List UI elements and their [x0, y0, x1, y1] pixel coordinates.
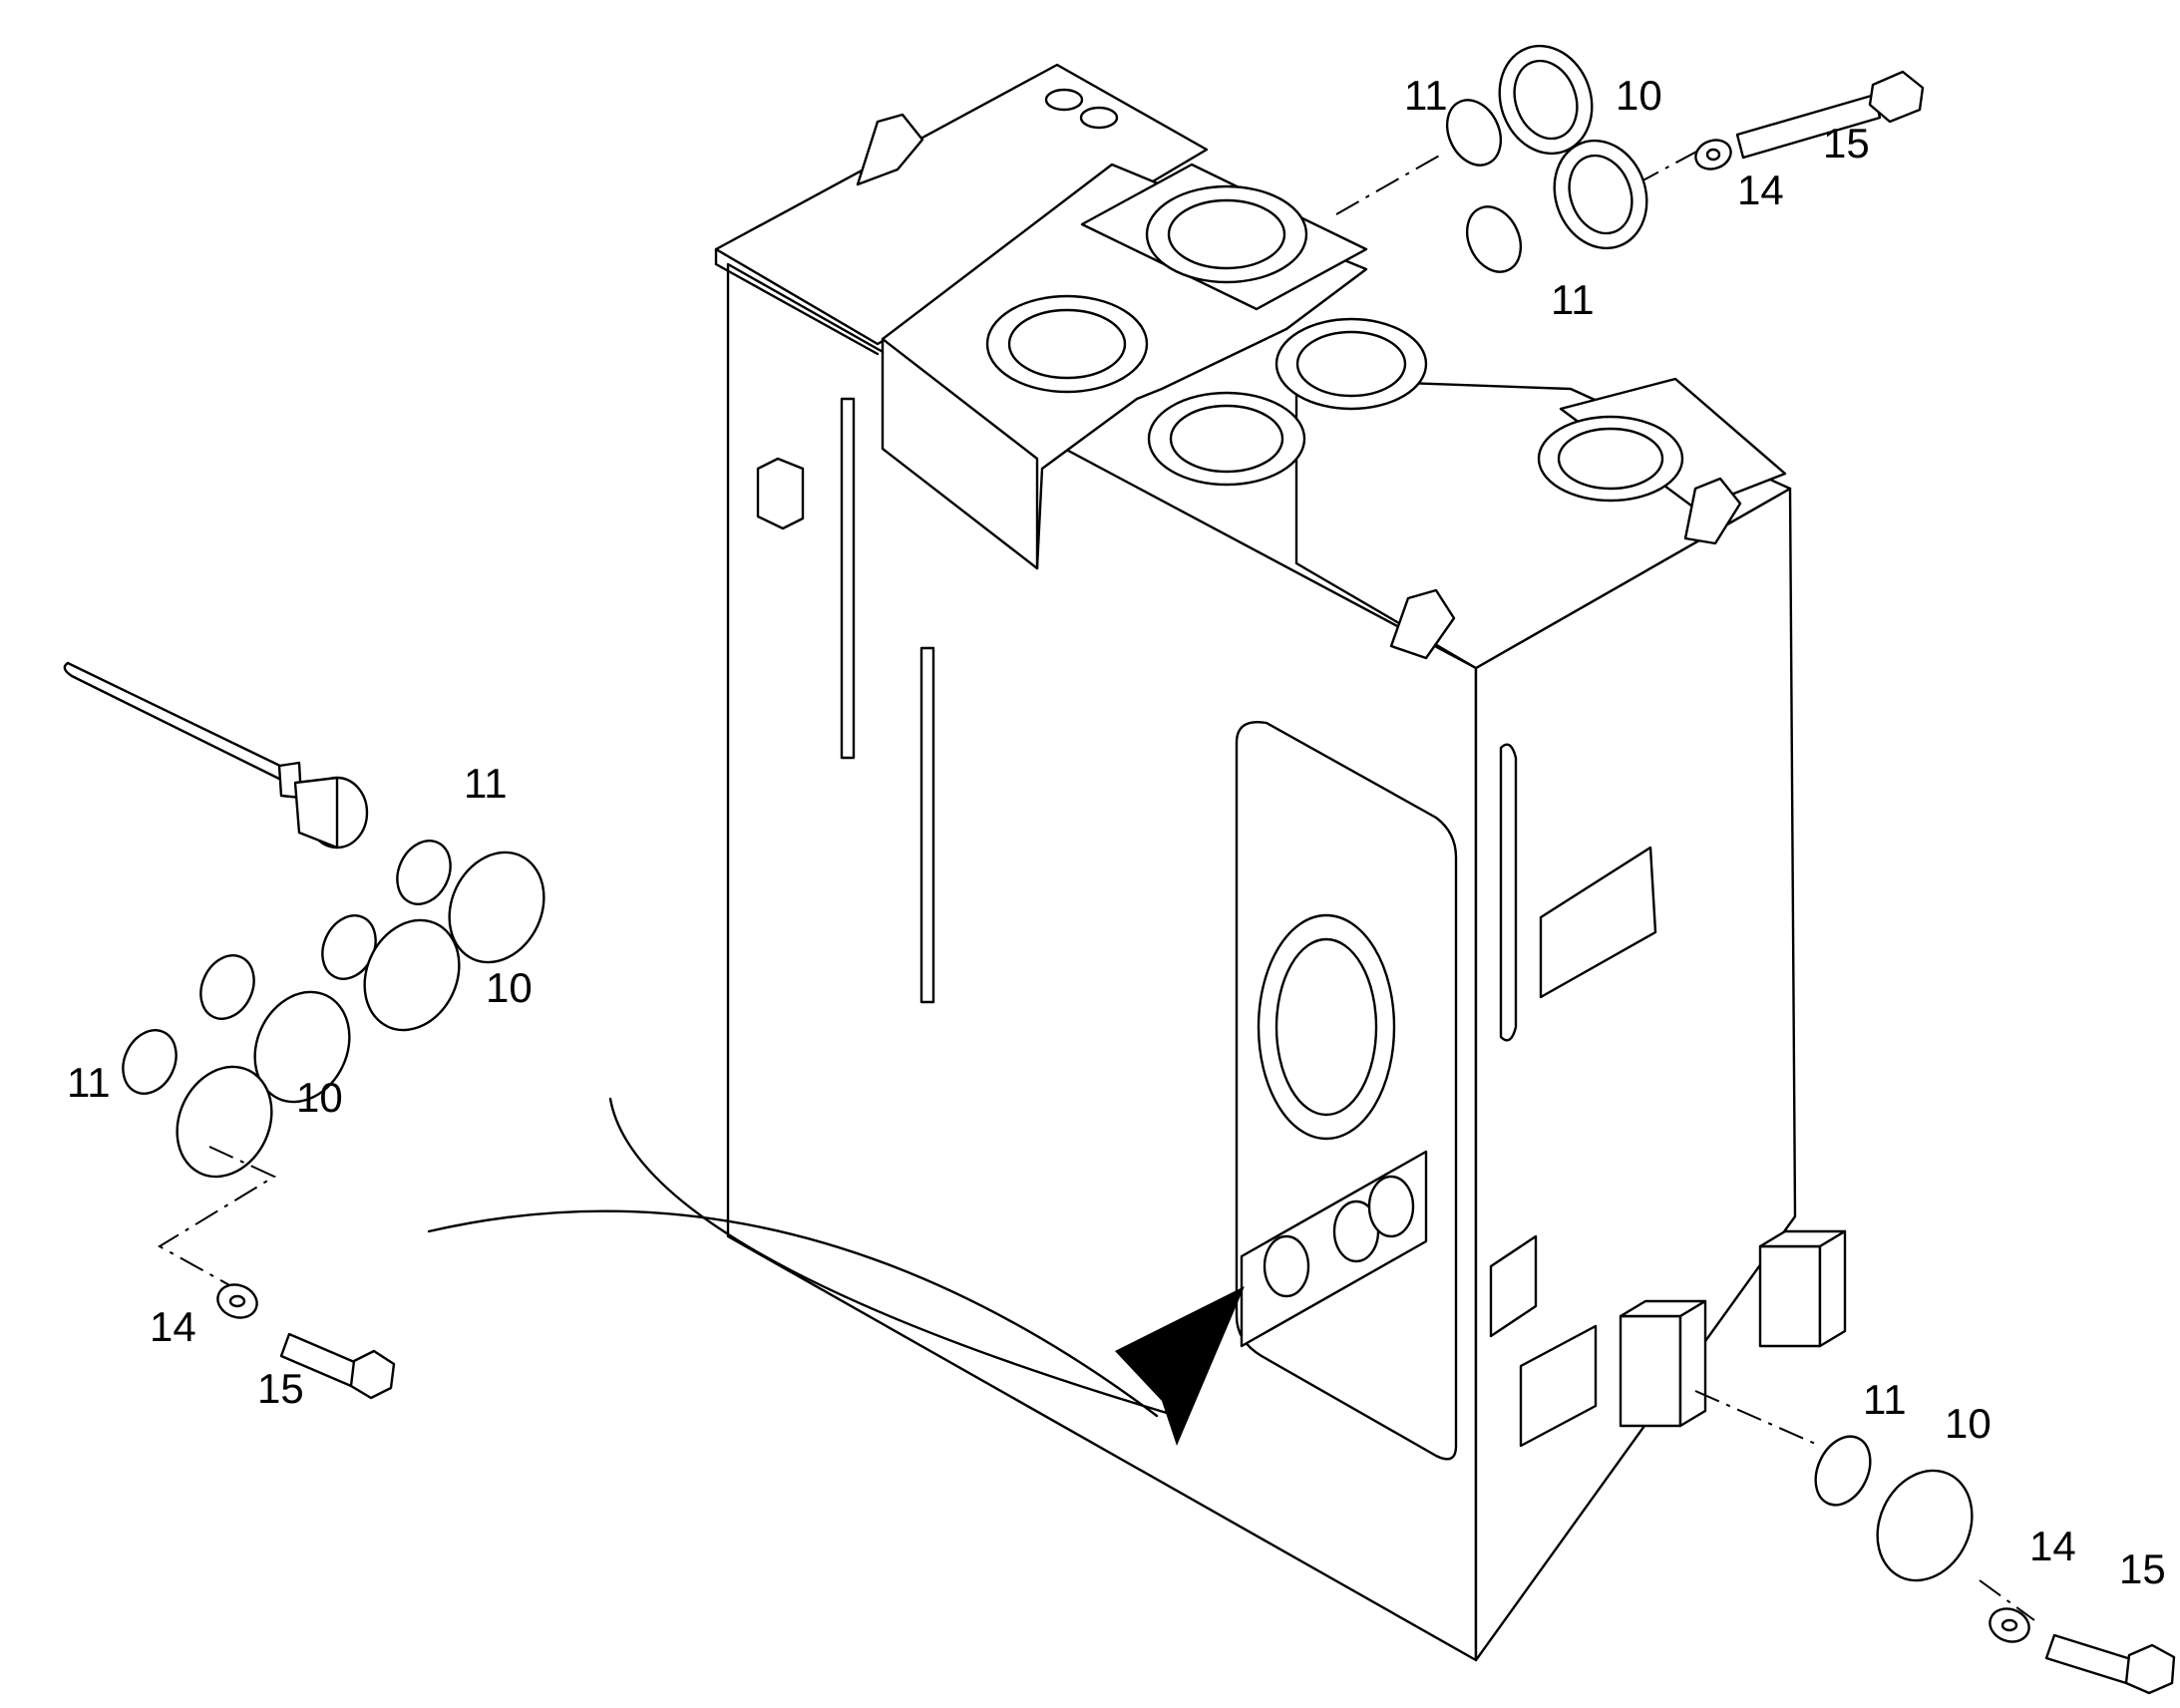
- bottom-right-parts-group: 11 10 14 15: [1694, 1376, 2176, 1695]
- washer: [216, 1283, 258, 1319]
- detail-pointer-arrow: [427, 1097, 1245, 1446]
- cover-plate: [363, 918, 461, 1032]
- washer: [1694, 139, 1732, 171]
- callout-15: 15: [257, 1365, 304, 1412]
- o-ring: [199, 954, 255, 1020]
- o-ring: [396, 840, 452, 905]
- cover-plate: [253, 990, 351, 1104]
- washer: [1989, 1607, 2030, 1643]
- callout-10: 10: [1945, 1400, 1992, 1447]
- cover-plate: [448, 851, 545, 964]
- hex-bolt: [279, 1332, 396, 1400]
- callout-14: 14: [150, 1303, 196, 1350]
- callout-11: 11: [464, 760, 508, 807]
- o-ring: [1445, 99, 1503, 167]
- callout-10: 10: [296, 1074, 343, 1121]
- o-ring: [1465, 205, 1523, 273]
- cover-plate: [176, 1065, 273, 1179]
- callout-14: 14: [1737, 167, 1784, 213]
- callout-11: 11: [1404, 72, 1448, 119]
- callout-10: 10: [486, 964, 533, 1011]
- cover-plate: [1876, 1469, 1974, 1582]
- level-sensor: [63, 661, 369, 850]
- callout-10: 10: [1616, 72, 1662, 119]
- hex-bolt: [2044, 1633, 2176, 1695]
- callout-11: 11: [67, 1059, 111, 1106]
- hydraulic-tank-body: [714, 63, 1847, 1662]
- cover-plate: [1498, 44, 1594, 156]
- o-ring: [1814, 1435, 1872, 1507]
- callout-14: 14: [2029, 1523, 2076, 1569]
- hex-bolt: [1735, 70, 1925, 160]
- callout-15: 15: [1823, 120, 1870, 167]
- cover-plate: [1553, 139, 1648, 250]
- callout-11: 11: [1863, 1376, 1907, 1423]
- o-ring: [122, 1029, 178, 1095]
- callout-11: 11: [1551, 276, 1595, 323]
- callout-15: 15: [2119, 1545, 2166, 1592]
- left-parts-group: 11 10 11 10 14 15: [63, 661, 545, 1412]
- top-right-parts-group: 11 10 15 14 11: [1335, 44, 1925, 323]
